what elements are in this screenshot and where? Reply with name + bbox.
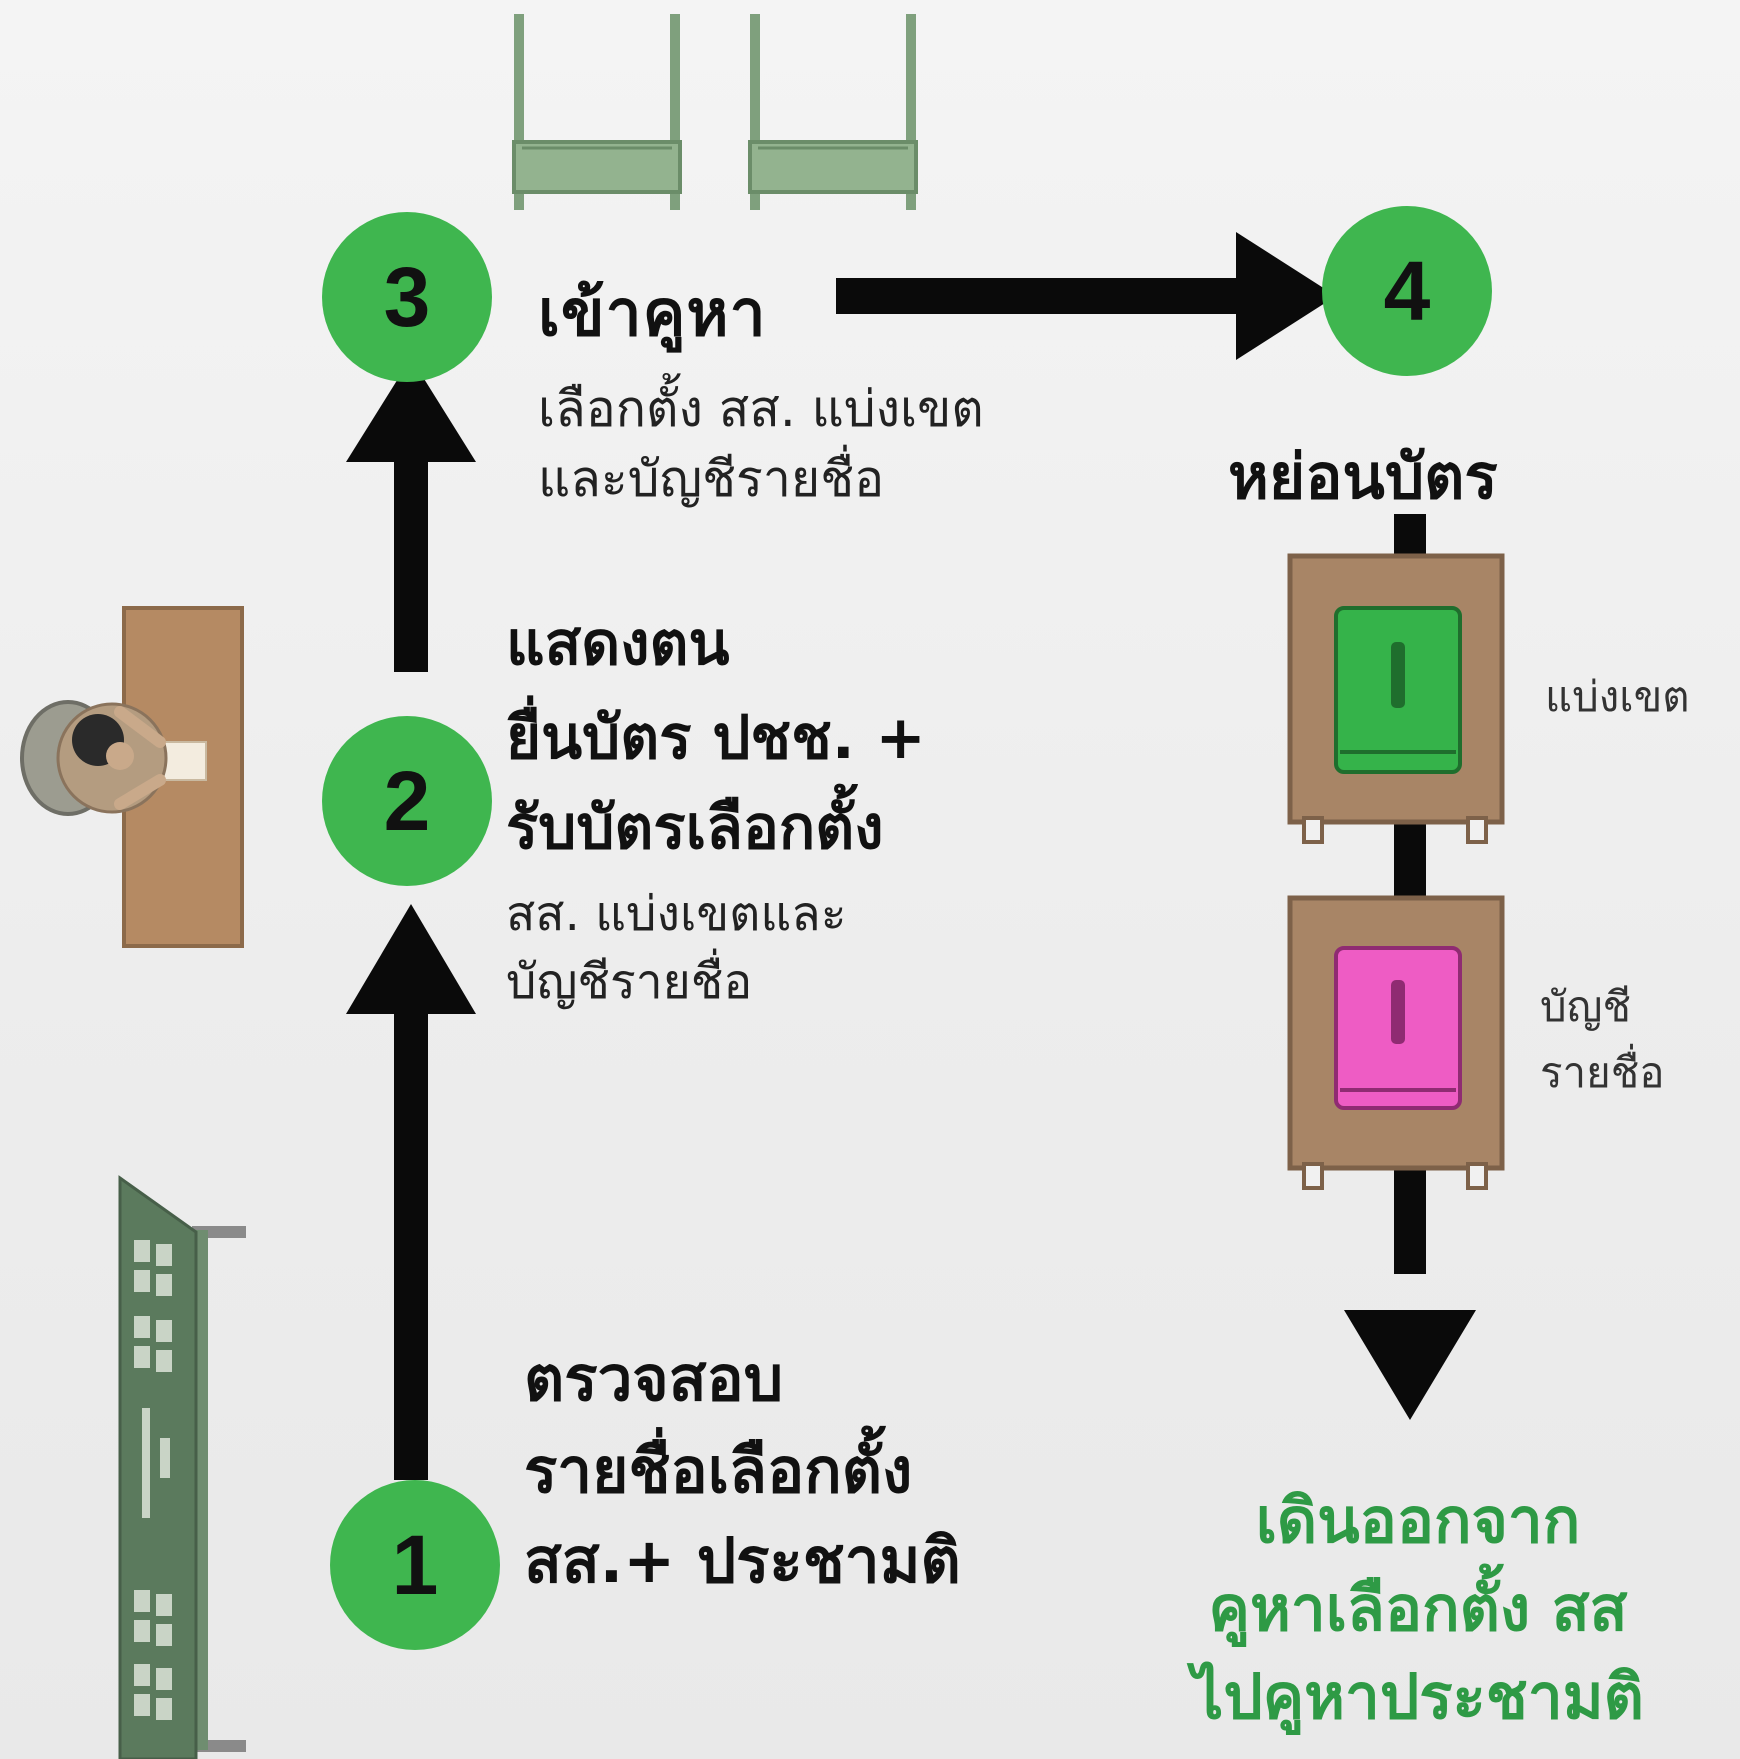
step-1-title-line-1: ตรวจสอบ xyxy=(524,1342,784,1415)
step-3-subtitle-line-1: เลือกตั้ง สส. แบ่งเขต xyxy=(538,380,984,438)
step-3-subtitle-line-2: และบัญชีรายชื่อ xyxy=(538,450,885,508)
arrow-step1-to-step2 xyxy=(346,904,476,1480)
step-1-title-line-2: รายชื่อเลือกตั้ง xyxy=(524,1434,913,1507)
ballot-box-party-list-label-line-1: บัญชี xyxy=(1540,982,1631,1031)
step-2-subtitle-line-2: บัญชีรายชื่อ xyxy=(506,954,753,1010)
step-1-number: 1 xyxy=(391,1517,439,1612)
official-person xyxy=(20,700,168,816)
step-2-number: 2 xyxy=(383,753,431,848)
step-2-title-line-3: รับบัตรเลือกตั้ง xyxy=(506,793,884,863)
ballot-box-district xyxy=(1287,553,1505,844)
ballot-box-party-list xyxy=(1287,895,1505,1190)
exit-instruction-line-1: เดินออกจาก xyxy=(1255,1484,1581,1557)
step-3-title: เข้าคูหา xyxy=(538,277,767,351)
step-4-title: หย่อนบัตร xyxy=(1228,440,1498,513)
step-3-number: 3 xyxy=(383,249,431,344)
arrow-step3-to-step4 xyxy=(836,232,1336,360)
arrow-step2-to-step3 xyxy=(346,358,476,672)
step-3-circle: 3 xyxy=(322,212,492,382)
step-4-number: 4 xyxy=(1383,243,1431,338)
ballot-box-party-list-label-line-2: รายชื่อ xyxy=(1540,1048,1665,1097)
step-2-circle: 2 xyxy=(322,716,492,886)
step-1-title-line-3: สส.+ ประชามติ xyxy=(524,1524,961,1597)
step-2-title-line-2: ยื่นบัตร ปชช. + xyxy=(506,703,926,773)
exit-instruction-line-2: คูหาเลือกตั้ง สส xyxy=(1208,1572,1628,1645)
voting-booths xyxy=(512,14,918,210)
voting-booth-right xyxy=(748,14,918,210)
step-4-circle: 4 xyxy=(1322,206,1492,376)
entrance-door xyxy=(118,1175,246,1759)
step-2-subtitle-line-1: สส. แบ่งเขตและ xyxy=(506,886,847,942)
ballot-box-district-label: แบ่งเขต xyxy=(1545,672,1690,721)
step-1-circle: 1 xyxy=(330,1480,500,1650)
exit-instruction-line-3: ไปคูหาประชามติ xyxy=(1192,1660,1644,1733)
step-2-title-line-1: แสดงตน xyxy=(506,609,730,679)
voting-booth-left xyxy=(512,14,682,210)
